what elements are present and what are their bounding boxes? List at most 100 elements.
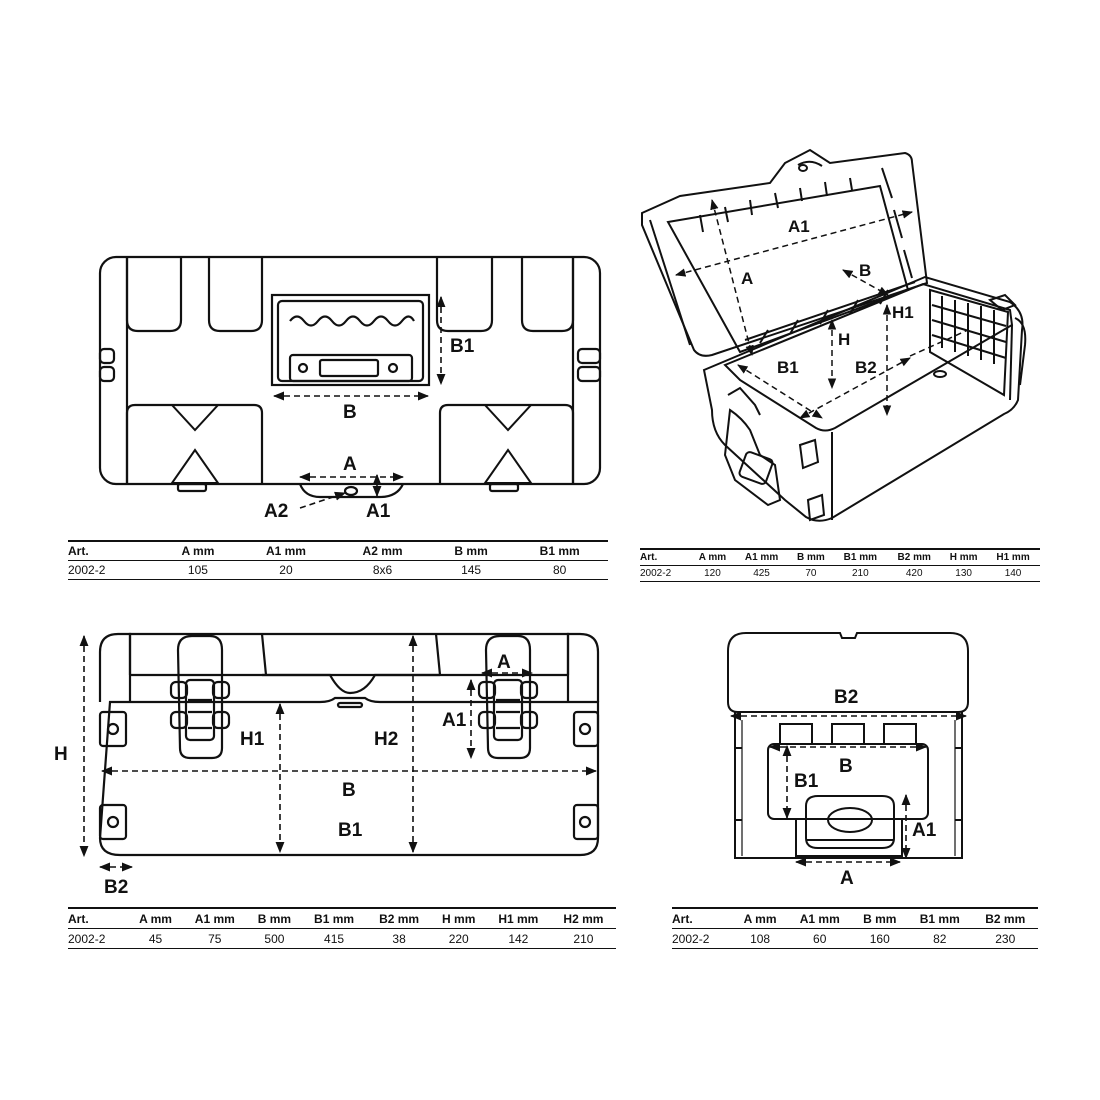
- table-cell: 105: [187, 563, 208, 577]
- table-cell: 38: [392, 931, 406, 946]
- perspective-view-label-b1: B1: [777, 358, 799, 377]
- table-cell: 425: [753, 568, 770, 579]
- front-view-label-a: A: [497, 652, 511, 673]
- table-cell: 145: [461, 563, 482, 577]
- front-view-label-b1: B1: [338, 820, 363, 841]
- top-view-label-b1: B1: [450, 336, 475, 357]
- front-view-label-h2: H2: [374, 729, 398, 750]
- table-cell: 2002-2: [68, 931, 106, 946]
- table-row: 2002-2 45 75 500 415 38 220 142 210: [68, 929, 616, 949]
- table-header-cell: B1 mm: [833, 549, 888, 566]
- perspective-view-label-h: H: [838, 330, 850, 349]
- front-view-dimension-lines: [79, 634, 598, 872]
- front-view-label-a1: A1: [442, 710, 467, 731]
- front-view-dimension-table: Art. A mm A1 mm B mm B1 mm B2 mm H mm H1…: [68, 907, 616, 949]
- table-cell: 220: [448, 931, 469, 946]
- table-cell: 142: [508, 931, 529, 946]
- table-row: 2002-2 120 425 70 210 420 130 140: [640, 566, 1040, 582]
- table-header-row: Art. A mm A1 mm B mm B1 mm B2 mm H mm H1…: [68, 908, 616, 929]
- table-header-cell: B mm: [852, 908, 908, 929]
- table-header-cell: B1 mm: [907, 908, 973, 929]
- table-header-cell: B mm: [788, 549, 834, 566]
- top-view-dimension-lines: [272, 295, 446, 509]
- table-header-cell: H1 mm: [485, 908, 551, 929]
- table-cell: 415: [324, 931, 345, 946]
- table-header-cell: H2 mm: [550, 908, 616, 929]
- table-header-cell: A mm: [158, 541, 238, 561]
- perspective-view-label-b: B: [859, 261, 871, 280]
- perspective-view-dimension-lines: [674, 198, 969, 419]
- table-cell: 8x6: [372, 563, 393, 577]
- table-header-cell: Art.: [68, 908, 129, 929]
- perspective-view-label-b2: B2: [855, 358, 877, 377]
- table-cell: 420: [905, 568, 923, 579]
- table-header-cell: Art.: [672, 908, 734, 929]
- table-cell: 160: [869, 931, 890, 946]
- side-view-dimension-table: Art. A mm A1 mm B mm B1 mm B2 mm 2002-2 …: [672, 907, 1038, 949]
- table-cell: 70: [805, 568, 817, 579]
- top-view-dimension-table: Art. A mm A1 mm A2 mm B mm B1 mm 2002-2 …: [68, 540, 608, 580]
- side-view-label-a: A: [840, 868, 854, 889]
- table-header-cell: A mm: [733, 908, 787, 929]
- table-cell: 75: [208, 931, 222, 946]
- perspective-view-label-h1: H1: [892, 303, 914, 322]
- table-header-cell: A1 mm: [734, 549, 789, 566]
- table-header-cell: A1 mm: [182, 908, 248, 929]
- table-header-cell: Art.: [640, 549, 691, 566]
- top-view-label-a: A: [343, 454, 357, 475]
- top-view-label-a1: A1: [366, 501, 391, 522]
- table-header-cell: B mm: [430, 541, 512, 561]
- table-cell: 120: [704, 568, 721, 579]
- front-view-label-h1: H1: [240, 729, 265, 750]
- top-view-label-a2: A2: [264, 501, 288, 522]
- table-cell: 500: [264, 931, 285, 946]
- table-cell: 210: [851, 568, 869, 579]
- table-header-cell: A2 mm: [334, 541, 431, 561]
- front-view-label-b: B: [342, 780, 356, 801]
- table-header-cell: B1 mm: [511, 541, 608, 561]
- front-view-label-b2: B2: [104, 877, 128, 898]
- table-header-cell: A1 mm: [787, 908, 853, 929]
- front-view-label-h: H: [54, 744, 68, 765]
- side-view-label-a1: A1: [912, 820, 937, 841]
- table-header-cell: H mm: [941, 549, 987, 566]
- table-cell: 60: [813, 931, 827, 946]
- perspective-view-label-a1: A1: [788, 217, 810, 236]
- table-cell: 45: [148, 931, 163, 946]
- table-cell: 2002-2: [672, 931, 710, 946]
- table-cell: 2002-2: [640, 568, 672, 579]
- table-cell: 230: [995, 931, 1016, 946]
- table-header-cell: B2 mm: [887, 549, 942, 566]
- side-view-label-b1: B1: [794, 771, 819, 792]
- side-view-label-b: B: [839, 756, 853, 777]
- table-row: 2002-2 108 60 160 82 230: [672, 929, 1038, 949]
- table-header-cell: A mm: [690, 549, 735, 566]
- table-header-cell: B2 mm: [366, 908, 432, 929]
- table-cell: 108: [750, 931, 771, 946]
- table-header-row: Art. A mm A1 mm B mm B1 mm B2 mm H mm H1…: [640, 549, 1040, 566]
- table-header-cell: H mm: [431, 908, 486, 929]
- table-cell: 82: [933, 931, 947, 946]
- table-header-cell: A1 mm: [237, 541, 335, 561]
- table-header-cell: B2 mm: [972, 908, 1038, 929]
- table-header-cell: A mm: [128, 908, 183, 929]
- table-cell: 80: [552, 563, 567, 577]
- table-header-cell: Art.: [68, 541, 159, 561]
- side-view-label-b2: B2: [834, 687, 858, 708]
- table-cell: 210: [573, 931, 594, 946]
- table-cell: 2002-2: [68, 563, 106, 577]
- table-cell: 130: [955, 568, 972, 579]
- table-row: 2002-2 105 20 8x6 145 80: [68, 561, 608, 580]
- perspective-view-dimension-table: Art. A mm A1 mm B mm B1 mm B2 mm H mm H1…: [640, 548, 1040, 582]
- side-view-dimension-lines: [729, 711, 968, 867]
- table-cell: 140: [1004, 568, 1022, 579]
- table-header-cell: H1 mm: [986, 549, 1040, 566]
- top-view-box-outline: [98, 255, 602, 499]
- table-header-row: Art. A mm A1 mm B mm B1 mm B2 mm: [672, 908, 1038, 929]
- table-cell: 20: [279, 563, 293, 577]
- perspective-view-label-a: A: [741, 269, 753, 288]
